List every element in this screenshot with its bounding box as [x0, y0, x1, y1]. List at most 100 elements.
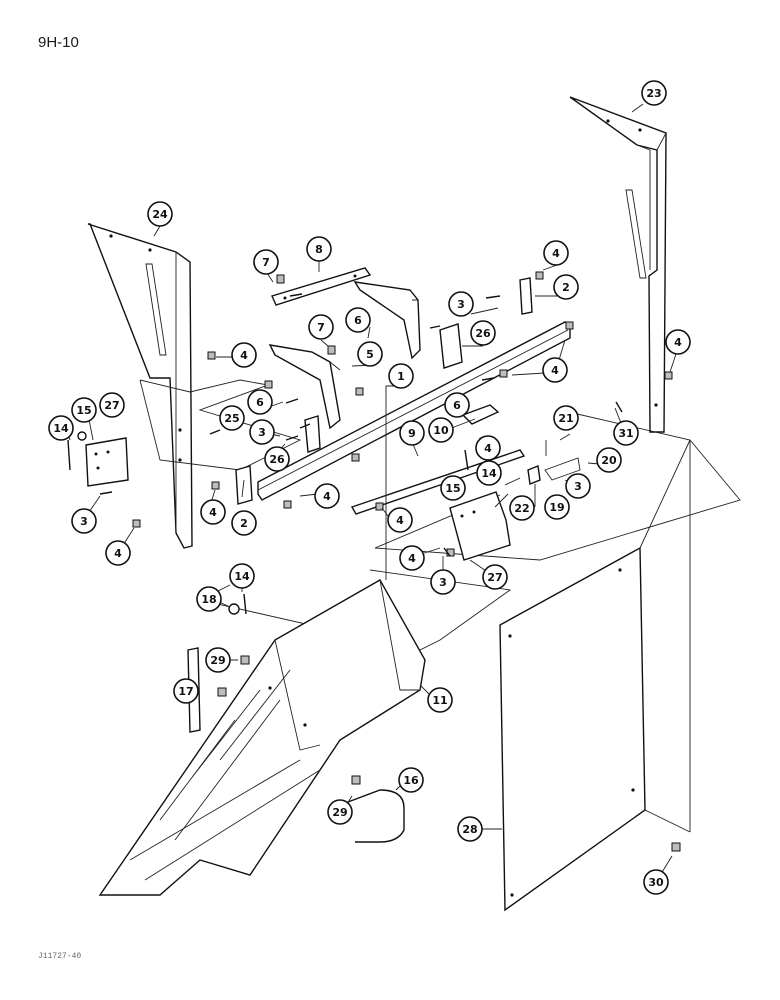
- callout-label: 6: [256, 396, 264, 409]
- callout-30: 30: [643, 869, 669, 895]
- callout-2: 2: [231, 510, 257, 536]
- callout-circle: [314, 483, 340, 509]
- callout-label: 10: [433, 424, 449, 437]
- callout-label: 7: [262, 256, 270, 269]
- callout-9: 9: [399, 420, 425, 446]
- callout-label: 3: [258, 426, 266, 439]
- callout-circle: [553, 405, 579, 431]
- callout-label: 27: [104, 399, 119, 412]
- callout-circle: [200, 499, 226, 525]
- callout-label: 4: [114, 547, 122, 560]
- callout-circle: [105, 540, 131, 566]
- callout-circle: [544, 494, 570, 520]
- callout-26: 26: [470, 320, 496, 346]
- callout-circle: [264, 446, 290, 472]
- callout-5: 5: [357, 341, 383, 367]
- callout-19: 19: [544, 494, 570, 520]
- callout-label: 4: [484, 442, 492, 455]
- callout-8: 8: [306, 236, 332, 262]
- callout-1: 1: [388, 363, 414, 389]
- callout-label: 21: [558, 412, 573, 425]
- callout-circle: [388, 363, 414, 389]
- callout-circle: [470, 320, 496, 346]
- callout-3: 3: [430, 569, 456, 595]
- callout-label: 2: [240, 517, 248, 530]
- callout-circle: [229, 563, 255, 589]
- callout-circle: [553, 274, 579, 300]
- left-side-panel: [87, 223, 193, 549]
- callout-circle: [542, 357, 568, 383]
- callout-circle: [219, 405, 245, 431]
- callout-circle: [253, 249, 279, 275]
- callout-label: 18: [201, 593, 216, 606]
- callout-label: 4: [551, 364, 559, 377]
- callout-label: 3: [457, 298, 465, 311]
- right-side-panel: [569, 96, 667, 433]
- callout-circle: [482, 564, 508, 590]
- callout-label: 4: [323, 490, 331, 503]
- callout-circle: [509, 495, 535, 521]
- callout-22: 22: [509, 495, 535, 521]
- callout-15: 15: [71, 397, 97, 423]
- callout-label: 2: [562, 281, 570, 294]
- callout-circle: [398, 767, 424, 793]
- callout-18: 18: [196, 586, 222, 612]
- callout-circle: [306, 236, 332, 262]
- callout-14: 14: [229, 563, 255, 589]
- callout-3: 3: [71, 508, 97, 534]
- callout-17: 17: [173, 678, 199, 704]
- callout-label: 11: [432, 694, 447, 707]
- callout-4: 4: [665, 329, 691, 355]
- callout-4: 4: [399, 545, 425, 571]
- callout-24: 24: [147, 201, 173, 227]
- callout-label: 15: [76, 404, 91, 417]
- callout-circle: [249, 419, 275, 445]
- callout-label: 30: [648, 876, 664, 889]
- callout-4: 4: [387, 507, 413, 533]
- callout-4: 4: [231, 342, 257, 368]
- callout-circle: [448, 291, 474, 317]
- callout-4: 4: [475, 435, 501, 461]
- callout-circle: [476, 460, 502, 486]
- callout-4: 4: [314, 483, 340, 509]
- callout-label: 25: [224, 412, 239, 425]
- callout-14: 14: [476, 460, 502, 486]
- callout-label: 7: [317, 321, 325, 334]
- callout-circle: [205, 647, 231, 673]
- callout-circle: [196, 586, 222, 612]
- main-channel: [257, 321, 571, 501]
- callout-circle: [357, 341, 383, 367]
- callout-circle: [247, 389, 273, 415]
- figure-id: J11727-40: [38, 952, 82, 961]
- callout-label: 14: [481, 467, 497, 480]
- callout-circle: [308, 314, 334, 340]
- callout-circle: [327, 799, 353, 825]
- callout-10: 10: [428, 417, 454, 443]
- callout-circle: [596, 447, 622, 473]
- callout-circle: [147, 201, 173, 227]
- page-number: 9H-10: [38, 34, 79, 51]
- callout-circle: [475, 435, 501, 461]
- hardware-fasteners: [67, 271, 681, 852]
- callout-circle: [71, 397, 97, 423]
- callout-label: 4: [552, 247, 560, 260]
- callout-15: 15: [440, 475, 466, 501]
- callout-16: 16: [398, 767, 424, 793]
- callout-label: 4: [209, 506, 217, 519]
- callout-label: 17: [178, 685, 193, 698]
- callout-label: 20: [601, 454, 617, 467]
- callout-7: 7: [253, 249, 279, 275]
- callout-4: 4: [542, 357, 568, 383]
- callout-label: 14: [234, 570, 250, 583]
- callout-circle: [565, 473, 591, 499]
- callout-20: 20: [596, 447, 622, 473]
- callout-label: 19: [549, 501, 564, 514]
- callout-4: 4: [543, 240, 569, 266]
- callout-3: 3: [448, 291, 474, 317]
- callout-label: 3: [574, 480, 582, 493]
- callout-label: 6: [453, 399, 461, 412]
- small-brackets: [235, 277, 533, 505]
- callout-label: 4: [240, 349, 248, 362]
